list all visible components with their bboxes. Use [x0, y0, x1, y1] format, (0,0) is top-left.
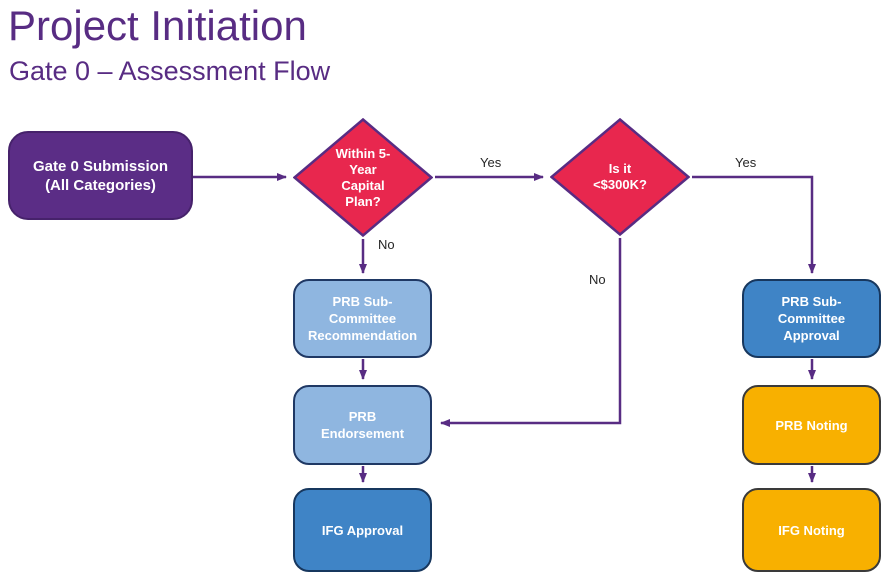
node-prb-sub-committee-recommendation: PRB Sub-Committee Recommendation — [293, 279, 432, 358]
node-prb-endorsement: PRB Endorsement — [293, 385, 432, 465]
node-prb-sub-committee-approval-label: PRB Sub-Committee Approval — [777, 294, 846, 343]
node-gate0-submission-label: Gate 0 Submission (All Categories) — [32, 157, 169, 194]
node-prb-endorsement-label: PRB Endorsement — [320, 409, 405, 441]
edge-label-capital-plan-no: No — [378, 237, 395, 252]
edge-label-under-300k-no: No — [589, 272, 606, 287]
diamond-shape — [293, 118, 433, 237]
node-prb-sub-committee-approval: PRB Sub-Committee Approval — [742, 279, 881, 358]
decision-under-300k: Is it <$300K? — [550, 118, 690, 236]
page-subtitle: Gate 0 – Assessment Flow — [9, 56, 331, 86]
edge-label-capital-plan-yes: Yes — [480, 155, 502, 170]
diamond-shape — [550, 118, 690, 236]
decision-capital-plan: Within 5-Year Capital Plan? — [293, 118, 433, 237]
node-ifg-noting: IFG Noting — [742, 488, 881, 572]
node-prb-noting: PRB Noting — [742, 385, 881, 465]
node-ifg-approval: IFG Approval — [293, 488, 432, 572]
node-ifg-noting-label: IFG Noting — [778, 522, 845, 538]
page-title: Project Initiation — [8, 2, 307, 49]
decision-under-300k-label: Is it <$300K? — [593, 161, 647, 192]
edge-label-under-300k-yes: Yes — [735, 155, 757, 170]
decision-capital-plan-label: Within 5-Year Capital Plan? — [335, 145, 391, 209]
node-prb-noting-label: PRB Noting — [775, 417, 848, 433]
node-ifg-approval-label: IFG Approval — [321, 522, 404, 538]
node-gate0-submission: Gate 0 Submission (All Categories) — [8, 131, 193, 220]
connector-300k-yes-to-prb-sub-approval — [692, 175, 816, 274]
connector-300k-no-to-endorsement — [440, 238, 622, 427]
node-prb-sub-committee-recommendation-label: PRB Sub-Committee Recommendation — [307, 294, 418, 343]
